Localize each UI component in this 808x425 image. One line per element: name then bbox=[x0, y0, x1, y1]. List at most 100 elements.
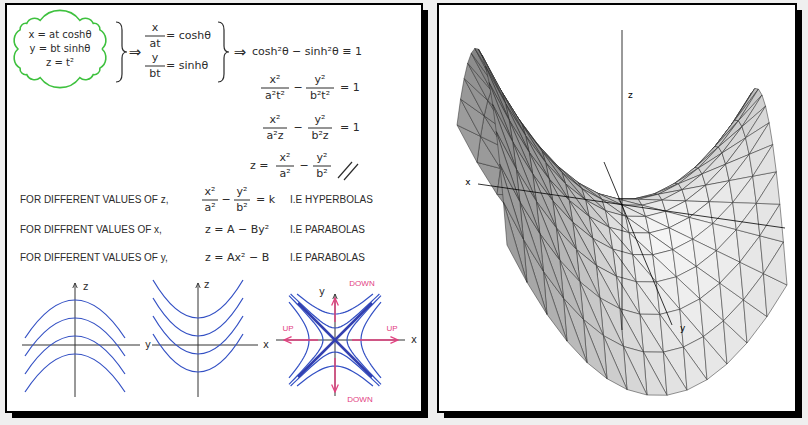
surface-facet bbox=[563, 298, 587, 362]
equation-text: x² bbox=[280, 151, 291, 164]
equation-text: x² bbox=[205, 185, 216, 198]
surface-facet bbox=[736, 203, 760, 235]
note-text: FOR DIFFERENT VALUES OF z, bbox=[20, 194, 169, 206]
equation-text: ⇒ bbox=[234, 43, 247, 61]
surface-facet bbox=[686, 185, 710, 202]
equation-text: z = bbox=[250, 159, 269, 172]
equation-text: y² bbox=[317, 151, 328, 164]
direction-arrow bbox=[284, 298, 398, 392]
equation-text: z = t² bbox=[46, 56, 74, 70]
equation-text: − bbox=[293, 81, 302, 94]
brace bbox=[116, 22, 229, 82]
equation-text: = 1 bbox=[340, 81, 360, 94]
surface-facet bbox=[662, 190, 686, 201]
surface-facet bbox=[683, 347, 707, 390]
equation-text: − bbox=[293, 121, 302, 134]
direction-label: UP bbox=[385, 324, 398, 334]
equation-text: x² bbox=[270, 113, 281, 126]
equation-text: a² bbox=[204, 201, 215, 214]
surface-facet bbox=[626, 216, 650, 233]
equation-text: y² bbox=[237, 185, 248, 198]
surface-panel bbox=[438, 4, 796, 412]
equation-text: − bbox=[221, 193, 230, 206]
surface-facet bbox=[640, 314, 664, 352]
surface-facet bbox=[720, 262, 744, 300]
equation-text: z = Ax² − B bbox=[205, 251, 269, 264]
fraction-bar bbox=[145, 36, 334, 200]
equation-text: bt bbox=[149, 67, 160, 80]
surface-facet bbox=[660, 314, 684, 352]
notes-panel bbox=[6, 4, 422, 412]
note-text: FOR DIFFERENT VALUES OF y, bbox=[20, 252, 168, 264]
surface-facet bbox=[756, 172, 780, 204]
axis-label: y bbox=[318, 286, 326, 298]
surface-facet bbox=[583, 319, 607, 378]
axis-label: x bbox=[262, 339, 270, 351]
note-text: I.E PARABOLAS bbox=[290, 252, 365, 264]
surface-facet bbox=[763, 242, 787, 285]
surface-facet bbox=[743, 274, 767, 317]
surface-facet bbox=[583, 319, 607, 378]
surface-facet bbox=[709, 181, 733, 203]
equation-text: y² bbox=[315, 113, 326, 126]
equation-text: at bbox=[149, 37, 160, 50]
equation-text: y² bbox=[315, 73, 326, 86]
equation-text: x bbox=[152, 21, 159, 34]
coordinate-axes bbox=[478, 30, 785, 330]
surface-facet bbox=[723, 300, 747, 343]
surface-facet bbox=[656, 282, 680, 314]
surface-facet bbox=[503, 202, 527, 282]
surface-facet bbox=[603, 336, 627, 390]
axis-label: x bbox=[465, 177, 470, 188]
note-text: I.E HYPERBOLAS bbox=[290, 194, 373, 206]
axis-label: y bbox=[680, 323, 685, 334]
surface-facet bbox=[543, 271, 567, 341]
equation-text: = 1 bbox=[340, 121, 360, 134]
surface-facet bbox=[663, 352, 687, 395]
equation-text: y bbox=[152, 51, 159, 64]
equation-text: x² bbox=[270, 73, 281, 86]
surface-facet bbox=[640, 314, 664, 352]
surface-facet bbox=[626, 216, 650, 233]
surface-facet bbox=[523, 239, 547, 314]
equation-text: b²z bbox=[311, 129, 328, 142]
surface-facet bbox=[643, 352, 667, 395]
surface-facet bbox=[753, 145, 777, 177]
surface-facet bbox=[733, 176, 757, 203]
equation-text: b² bbox=[316, 167, 327, 180]
surface-facet bbox=[603, 336, 627, 390]
note-text: FOR DIFFRENT VALUES OF x, bbox=[20, 224, 162, 236]
graph-zx bbox=[150, 280, 258, 397]
direction-label: DOWN bbox=[346, 395, 373, 405]
note-text: I.E PARABOLAS bbox=[290, 224, 365, 236]
equation-text: = sinhθ bbox=[166, 59, 208, 72]
equation-text: = k bbox=[256, 193, 275, 206]
result-mark bbox=[338, 162, 358, 180]
equation-text: a² bbox=[279, 167, 290, 180]
surface-facet bbox=[760, 204, 784, 242]
surface-facet bbox=[703, 321, 727, 364]
cloud-outline bbox=[14, 10, 106, 87]
equation-text: ⇒ bbox=[129, 43, 142, 61]
direction-label: UP bbox=[281, 324, 294, 334]
axis-label: z bbox=[82, 281, 89, 293]
equation-text: − bbox=[299, 159, 308, 172]
direction-label: DOWN bbox=[348, 279, 375, 289]
graph-xy bbox=[276, 294, 405, 396]
axis-label: y bbox=[144, 339, 152, 351]
equation-text: y = bt sinhθ bbox=[30, 42, 91, 56]
surface-facet bbox=[643, 352, 667, 395]
axis-label: x bbox=[410, 334, 418, 346]
equation-text: a²t² bbox=[265, 89, 285, 102]
axis-label: z bbox=[203, 279, 210, 291]
equation-text: z = A − By² bbox=[205, 223, 269, 236]
equation-text: = coshθ bbox=[166, 29, 211, 42]
equation-text: a²z bbox=[267, 129, 284, 142]
equation-text: b² bbox=[236, 201, 247, 214]
surface-facet bbox=[740, 236, 764, 274]
graph-zy bbox=[22, 283, 140, 397]
equation-text: b²t² bbox=[310, 89, 330, 102]
axis-label: z bbox=[628, 90, 633, 101]
